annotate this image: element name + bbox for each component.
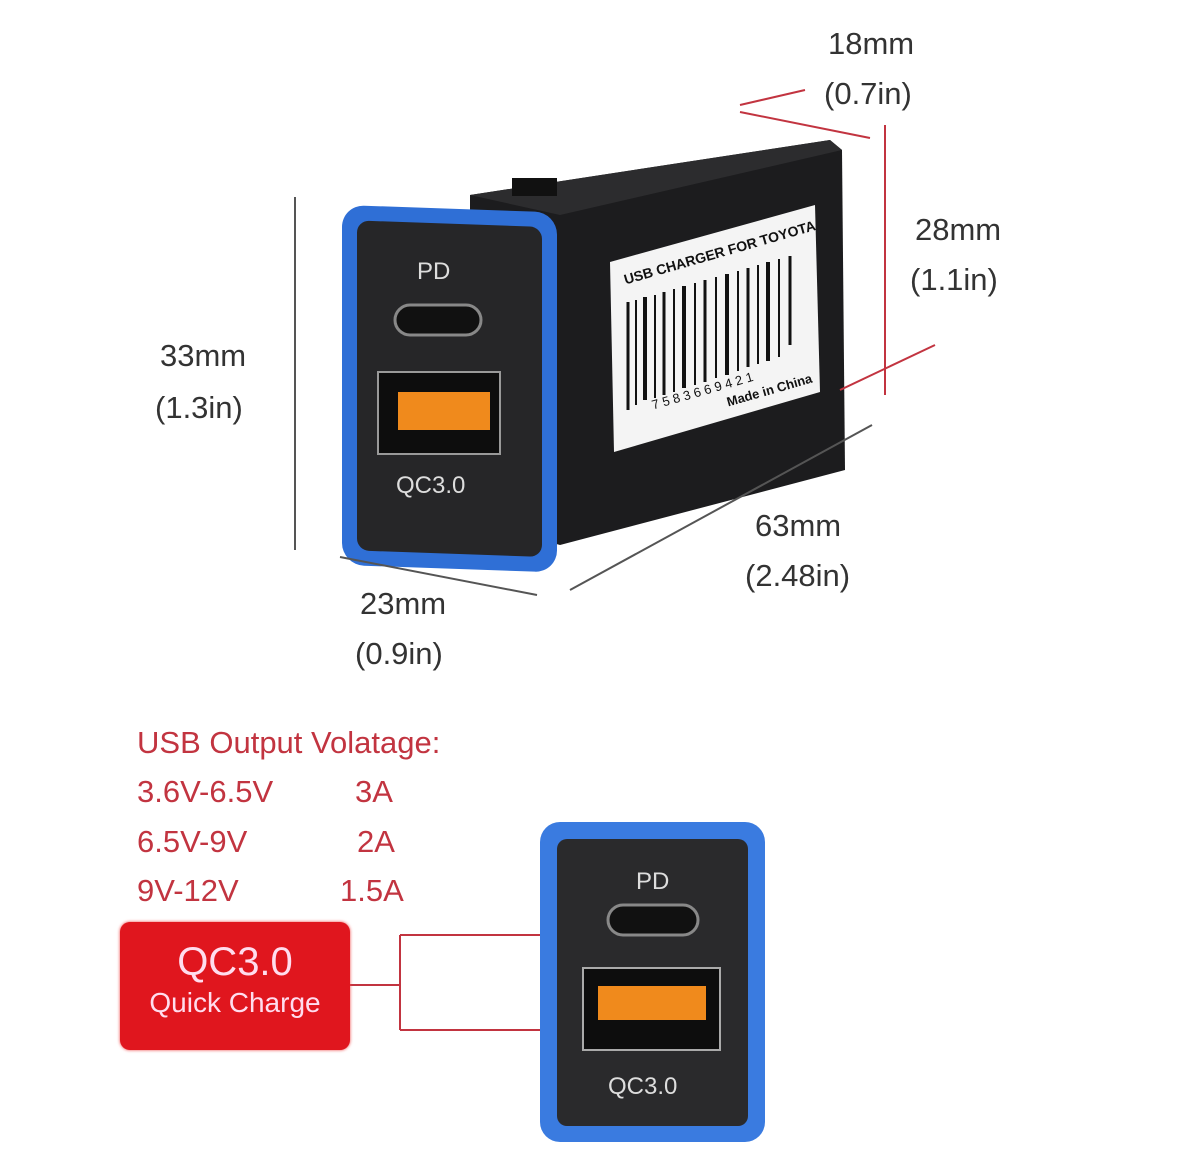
body-width-in: (0.7in) bbox=[824, 76, 912, 111]
usb-c-port-detail bbox=[606, 903, 700, 937]
output-current-1: 3A bbox=[355, 774, 393, 809]
usb-c-port bbox=[393, 303, 483, 337]
length-mm: 63mm bbox=[755, 508, 842, 543]
body-height-in: (1.1in) bbox=[910, 262, 998, 297]
badge-connector bbox=[350, 934, 542, 1031]
output-voltage-1: 3.6V-6.5V bbox=[137, 774, 274, 809]
output-heading: USB Output Volatage: bbox=[137, 725, 441, 760]
output-current-2: 2A bbox=[357, 824, 395, 859]
output-voltage-3: 9V-12V bbox=[137, 873, 239, 908]
length-in: (2.48in) bbox=[745, 558, 851, 593]
qc-port-label: QC3.0 bbox=[396, 472, 466, 499]
barcode bbox=[626, 256, 792, 410]
body-width-mm: 18mm bbox=[828, 26, 915, 61]
qc-port-label-detail: QC3.0 bbox=[608, 1073, 678, 1100]
width-in: (0.9in) bbox=[355, 636, 443, 671]
qc-badge: QC3.0 Quick Charge bbox=[120, 922, 350, 1050]
output-current-3: 1.5A bbox=[340, 873, 404, 908]
clip-tab bbox=[512, 178, 557, 196]
height-in: (1.3in) bbox=[155, 390, 243, 425]
width-mm: 23mm bbox=[360, 586, 447, 621]
pd-port-label-detail: PD bbox=[636, 868, 670, 895]
body-height-mm: 28mm bbox=[915, 212, 1002, 247]
dimension-lines bbox=[294, 197, 873, 596]
qc-badge-title: QC3.0 bbox=[177, 940, 293, 984]
qc-badge-subtitle: Quick Charge bbox=[149, 987, 321, 1018]
output-voltage-2: 6.5V-9V bbox=[137, 824, 248, 859]
height-mm: 33mm bbox=[160, 338, 247, 373]
pd-port-label: PD bbox=[417, 258, 451, 285]
